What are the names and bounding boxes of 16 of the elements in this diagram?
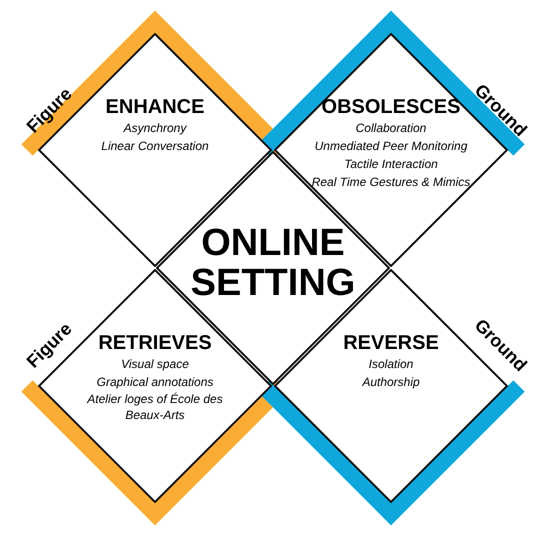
center-title: ONLINE SETTING: [190, 223, 356, 303]
tetrad-item: Isolation: [368, 356, 414, 372]
tetrad-item: Graphical annotations: [96, 374, 214, 390]
tetrad-item: Asynchrony: [124, 120, 186, 136]
tetrad-heading: OBSOLESCES: [322, 95, 460, 119]
tetrad-heading: ENHANCE: [106, 95, 204, 119]
tetrad-item: Linear Conversation: [101, 138, 209, 154]
tetrad-item: Tactile Interaction: [344, 156, 438, 172]
tetrad-heading: REVERSE: [343, 331, 439, 355]
tetrad-item: Collaboration: [356, 120, 426, 136]
tetrad-heading: RETRIEVES: [98, 331, 212, 355]
tetrad-item: Authorship: [362, 374, 420, 390]
tetrad-item: Real Time Gestures & Mimics: [312, 174, 470, 190]
tetrad-item: Atelier loges of École des Beaux-Arts: [86, 391, 224, 423]
tetrad-item: Visual space: [121, 356, 189, 372]
tetrad-item: Unmediated Peer Monitoring: [314, 138, 468, 154]
